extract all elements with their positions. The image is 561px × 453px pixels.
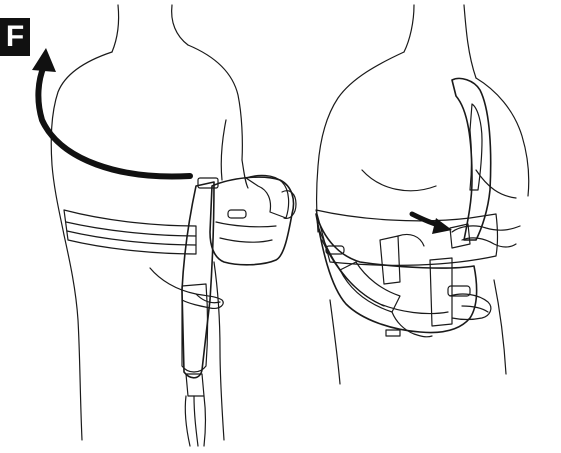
right-figure-shoulder-left: [317, 52, 405, 232]
left-figure-sling-seam: [216, 222, 276, 227]
left-figure-belt-stitch-top: [66, 222, 196, 236]
left-figure-strap-tail-left: [185, 396, 190, 446]
left-figure-sling-pouch: [210, 177, 294, 265]
left-figure-upper-arm: [242, 160, 248, 188]
left-figure-arm-inner: [221, 120, 226, 180]
left-figure-hip-right: [214, 262, 224, 440]
right-figure-neck-left: [404, 5, 414, 52]
right-figure-sling-panel: [340, 262, 400, 312]
left-figure-neck-left: [112, 5, 119, 52]
right-figure: [316, 5, 529, 384]
left-figure-neck-right: [172, 5, 188, 45]
right-figure-neck-right: [464, 5, 476, 78]
left-figure-back-right: [188, 45, 242, 160]
right-figure-cord-2: [414, 334, 432, 337]
right-figure-sling-seam-2: [322, 240, 384, 306]
left-figure-strap-tail-mid: [194, 396, 198, 446]
right-figure-shoulder-right: [476, 78, 529, 196]
left-figure: [32, 5, 296, 446]
left-figure-sling-logo: [228, 210, 246, 218]
curved-arrow-icon: [32, 48, 190, 177]
right-figure-buckle-tab: [380, 236, 400, 284]
left-figure-hip-left: [64, 235, 82, 440]
left-figure-sling-seam-2: [220, 238, 272, 242]
left-figure-sling-flap: [246, 175, 289, 218]
left-figure-strap-tail-right: [204, 396, 206, 446]
right-figure-grab-hand: [452, 226, 520, 232]
pointing-arrow-icon: [412, 214, 452, 234]
right-figure-chest-left: [362, 170, 436, 191]
right-figure-cord-toggle: [386, 330, 400, 336]
right-figure-chest-right: [476, 170, 516, 198]
right-figure-hip-right: [494, 280, 506, 374]
step-badge: F: [0, 18, 30, 56]
right-figure-tab-cord: [398, 234, 424, 246]
right-figure-hip-left: [330, 300, 340, 384]
left-figure-shoulder-strap: [182, 182, 214, 378]
left-figure-belt-stitch-bottom: [67, 231, 196, 245]
